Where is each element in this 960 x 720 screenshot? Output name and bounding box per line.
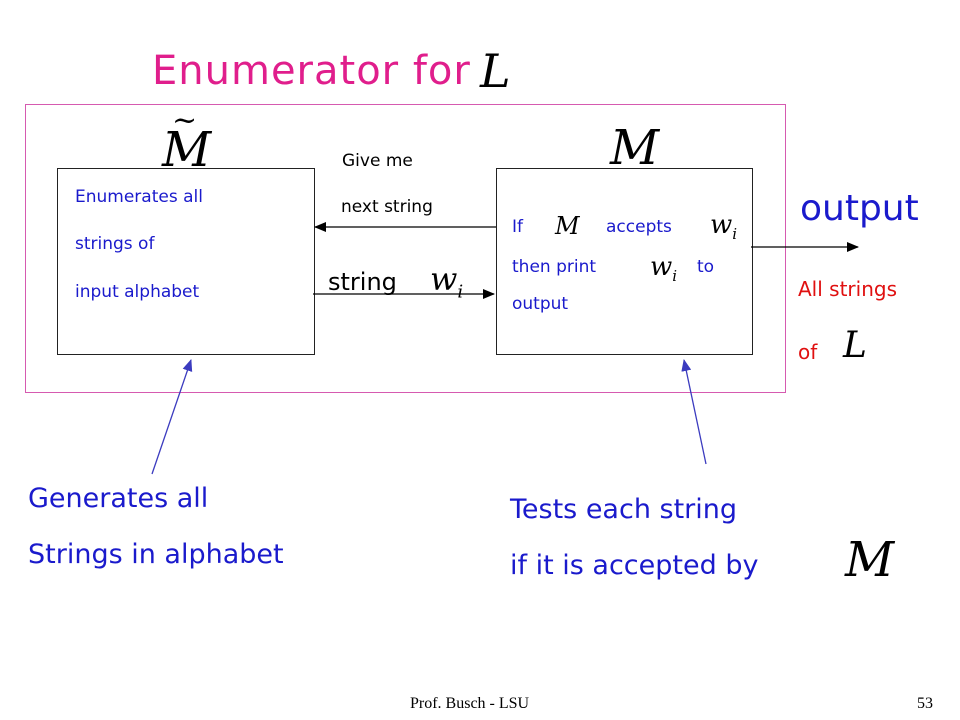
right-line1-var: wi	[710, 210, 738, 244]
right-line1-prefix: If	[512, 217, 523, 237]
right-line2-var: wi	[650, 252, 678, 286]
right-machine-label: M	[610, 120, 660, 176]
request-text-line-1: Give me	[342, 151, 413, 171]
right-machine-box	[496, 168, 753, 355]
left-machine-box	[57, 168, 315, 355]
right-annotation-symbol: M	[845, 532, 895, 588]
left-machine-line-2: strings of	[75, 234, 155, 254]
right-line3: output	[512, 294, 569, 314]
left-annotation-line-2: Strings in alphabet	[28, 539, 284, 570]
left-machine-label: M	[162, 122, 212, 178]
left-machine-line-1: Enumerates all	[75, 187, 203, 207]
right-annotation-arrow	[681, 359, 707, 465]
string-arrow-var: wi	[430, 260, 464, 303]
footer-page-number: 53	[917, 695, 933, 712]
request-text-line-2: next string	[341, 197, 433, 217]
right-annotation-line-2: if it is accepted by	[510, 550, 759, 581]
slide-title: Enumerator for	[152, 48, 471, 94]
output-desc-line-1: All strings	[798, 277, 897, 301]
left-annotation-line-1: Generates all	[28, 483, 209, 514]
right-line1-suffix: accepts	[606, 217, 672, 237]
enumerator-frame	[25, 104, 786, 393]
left-machine-line-3: input alphabet	[75, 282, 200, 302]
right-line2-suffix: to	[697, 257, 715, 277]
title-symbol-L: L	[480, 44, 511, 98]
left-machine-tilde: ~	[172, 103, 198, 138]
left-annotation-arrow	[151, 359, 193, 475]
right-line1-symbol: M	[555, 212, 580, 240]
right-annotation-line-1: Tests each string	[510, 494, 738, 525]
output-desc-line-2: of	[798, 340, 818, 364]
output-label: output	[800, 188, 919, 229]
right-line2-prefix: then print	[512, 257, 597, 277]
footer-author: Prof. Busch - LSU	[410, 695, 530, 712]
string-arrow-label: string	[328, 268, 397, 296]
output-desc-symbol: L	[843, 325, 867, 366]
